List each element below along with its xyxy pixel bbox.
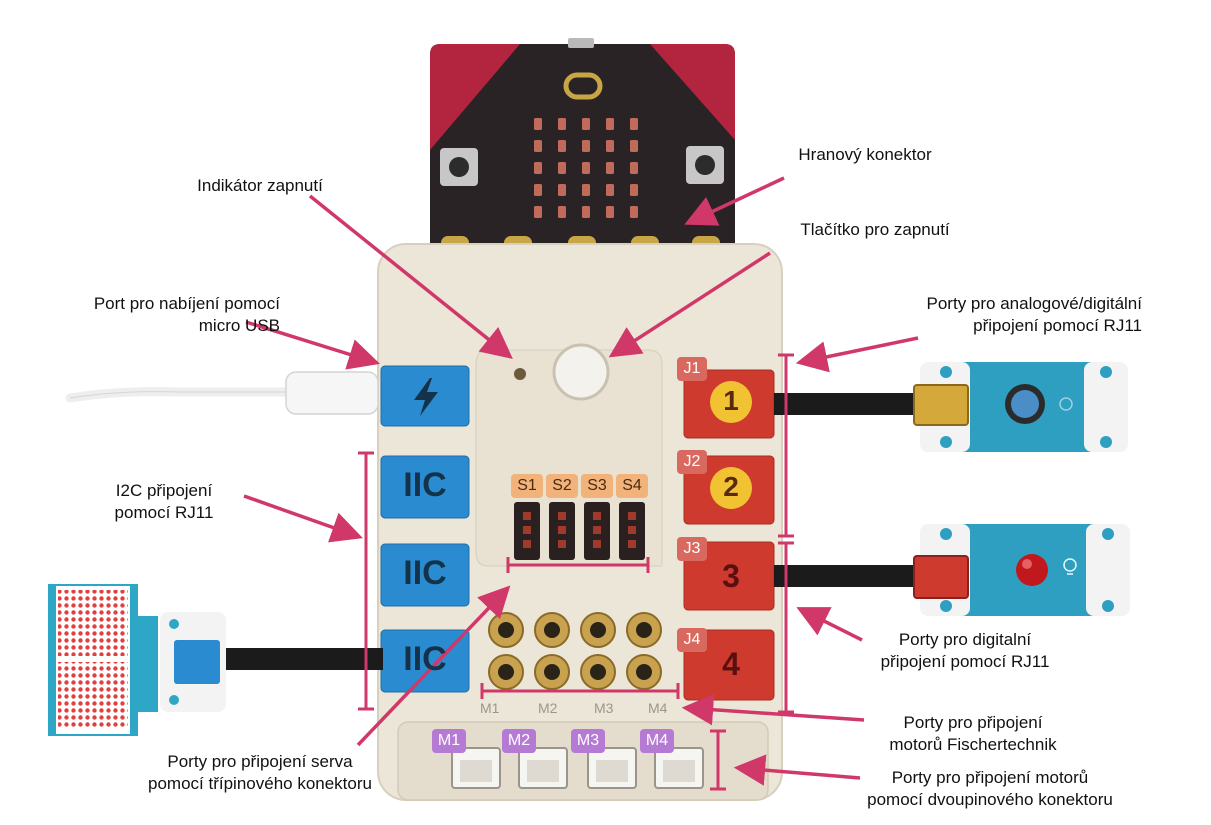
socket-hole <box>590 622 606 638</box>
servo-pin <box>593 526 601 534</box>
socket-hole <box>636 664 652 680</box>
usb-cable <box>70 372 378 414</box>
led-dot <box>630 140 638 152</box>
label-usb-port: Port pro nabíjení pomocí micro USB <box>40 293 280 337</box>
socket-hole <box>498 664 514 680</box>
label-servo-ports: Porty pro připojení serva pomocí třípino… <box>110 751 410 795</box>
fischer-label-m1: M1 <box>480 700 499 716</box>
label-analog-ports: Porty pro analogové/digitální připojení … <box>880 293 1142 337</box>
j4-number: 4 <box>711 646 751 683</box>
led-dot <box>558 162 566 174</box>
label-i2c-ports: I2C připojení pomocí RJ11 <box>84 480 244 524</box>
led-dot <box>630 162 638 174</box>
led-dot <box>534 184 542 196</box>
fischer-label-m3: M3 <box>594 700 613 716</box>
socket-hole <box>636 622 652 638</box>
led-dot <box>582 206 590 218</box>
motor-connector-slot <box>527 760 559 782</box>
servo-pin <box>628 540 636 548</box>
servo-pin <box>593 512 601 520</box>
motor-connector-slot <box>460 760 492 782</box>
led-dot <box>558 206 566 218</box>
led-dot <box>582 162 590 174</box>
led-dot <box>630 206 638 218</box>
led-dot <box>630 118 638 130</box>
led-dot <box>606 140 614 152</box>
motor-tag-m2: M2 <box>502 729 536 753</box>
motor-tag-m1: M1 <box>432 729 466 753</box>
label-power-button: Tlačítko pro zapnutí <box>770 219 980 241</box>
servo-pin <box>523 512 531 520</box>
label-power-indicator: Indikátor zapnutí <box>160 175 360 197</box>
label-edge-connector: Hranový konektor <box>760 144 970 166</box>
led-dot <box>606 206 614 218</box>
motor-tag-m3: M3 <box>571 729 605 753</box>
led-dot <box>558 184 566 196</box>
potentiometer-module <box>774 362 1128 452</box>
label-fischer-ports: Porty pro připojení motorů Fischertechni… <box>858 712 1088 756</box>
servo-pin <box>558 512 566 520</box>
led-dot <box>534 118 542 130</box>
iic-label-2: IIC <box>381 554 469 593</box>
led-dot <box>534 206 542 218</box>
servo-pin <box>523 540 531 548</box>
dot-matrix-module <box>48 584 383 736</box>
motor-tag-m4: M4 <box>640 729 674 753</box>
led-dot <box>558 118 566 130</box>
microbit-board <box>430 38 735 264</box>
arrow-analog-ports <box>802 338 918 362</box>
j4-tag: J4 <box>677 628 707 652</box>
led-dot <box>534 162 542 174</box>
j2-number: 2 <box>711 471 751 503</box>
servo-tag-s1: S1 <box>511 474 543 498</box>
led-module <box>774 524 1130 616</box>
led-dot <box>606 162 614 174</box>
led-dot <box>582 140 590 152</box>
power-indicator-led <box>514 368 526 380</box>
servo-pin <box>558 526 566 534</box>
servo-pin <box>523 526 531 534</box>
fischer-label-m4: M4 <box>648 700 667 716</box>
servo-tag-s2: S2 <box>546 474 578 498</box>
j3-number: 3 <box>711 558 751 595</box>
label-motor-ports: Porty pro připojení motorů pomocí dvoupi… <box>840 767 1140 811</box>
led-dot <box>534 140 542 152</box>
j3-tag: J3 <box>677 537 707 561</box>
j1-tag: J1 <box>677 357 707 381</box>
label-digital-ports: Porty pro digitalní připojení pomocí RJ1… <box>850 629 1080 673</box>
socket-hole <box>590 664 606 680</box>
iic-label-1: IIC <box>381 466 469 505</box>
j1-number: 1 <box>711 385 751 417</box>
led-dot <box>606 118 614 130</box>
socket-hole <box>544 664 560 680</box>
led-dot <box>582 184 590 196</box>
led-dot <box>582 118 590 130</box>
servo-pin <box>628 512 636 520</box>
led-dot <box>606 184 614 196</box>
power-button <box>554 345 608 399</box>
socket-hole <box>544 622 560 638</box>
arrow-i2c-ports <box>244 496 357 536</box>
motor-connector-slot <box>596 760 628 782</box>
usb-connector-top <box>568 38 594 48</box>
j2-tag: J2 <box>677 450 707 474</box>
motor-connector-slot <box>663 760 695 782</box>
servo-tag-s3: S3 <box>581 474 613 498</box>
socket-hole <box>498 622 514 638</box>
led-dot <box>630 184 638 196</box>
led-dot <box>558 140 566 152</box>
fischer-label-m2: M2 <box>538 700 557 716</box>
servo-tag-s4: S4 <box>616 474 648 498</box>
servo-pin <box>628 526 636 534</box>
iic-label-3: IIC <box>381 640 469 679</box>
servo-pin <box>593 540 601 548</box>
servo-pin <box>558 540 566 548</box>
